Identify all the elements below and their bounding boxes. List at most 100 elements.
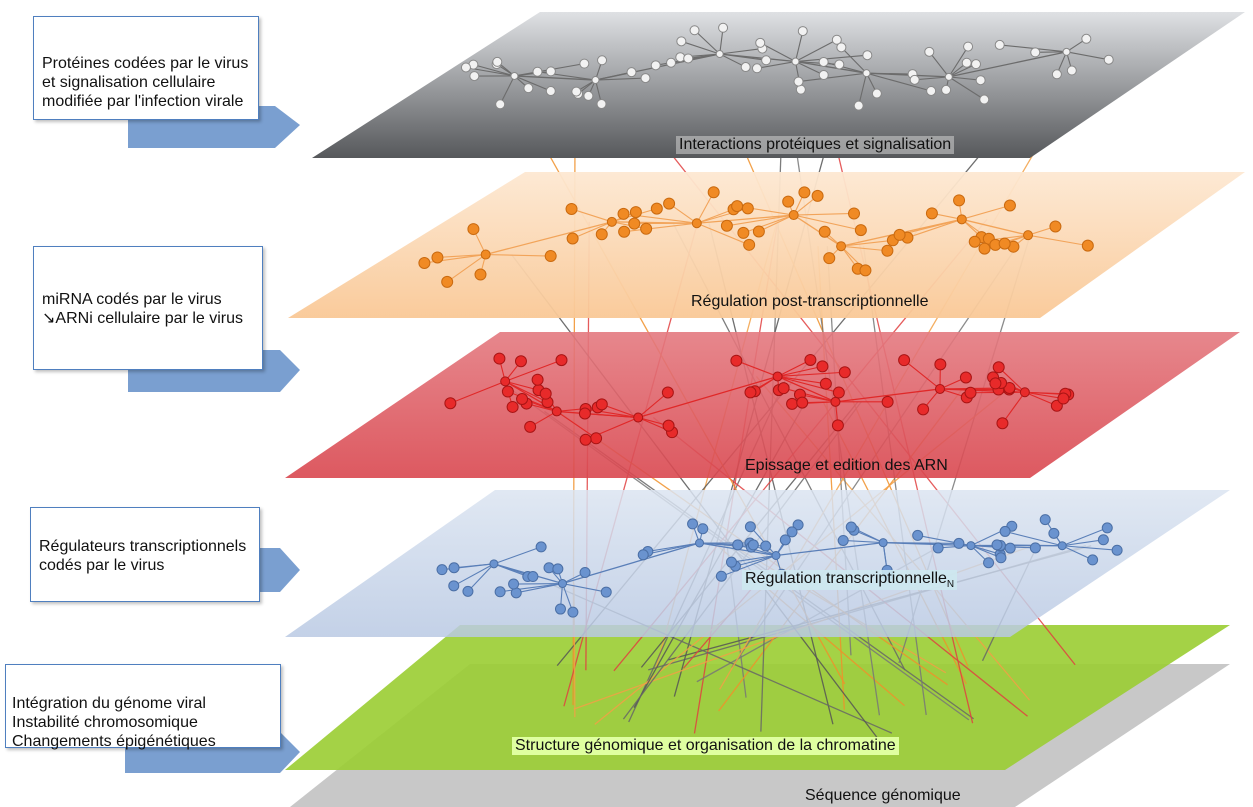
network-node <box>792 519 804 531</box>
post-transcription-network <box>418 186 1094 288</box>
network-node <box>838 366 851 379</box>
network-node <box>1103 54 1114 65</box>
network-edge <box>696 214 794 224</box>
network-node <box>994 39 1005 50</box>
network-node <box>999 525 1011 537</box>
network-hub-node <box>551 406 562 417</box>
network-node <box>793 76 804 87</box>
network-node <box>661 386 674 399</box>
network-edge <box>777 375 836 403</box>
network-hub-node <box>691 218 702 229</box>
label-chromatin: Structure génomique et organisation de l… <box>512 737 899 755</box>
network-node <box>531 373 544 386</box>
network-hub-node <box>771 551 781 561</box>
network-node <box>777 382 790 395</box>
network-edge <box>903 359 941 390</box>
network-edge <box>841 239 893 247</box>
network-node <box>689 25 700 36</box>
network-edge <box>696 208 734 224</box>
network-node <box>760 540 772 552</box>
network-edge <box>998 366 1026 393</box>
network-node <box>532 66 543 77</box>
network-edge <box>493 546 542 565</box>
network-edge <box>719 53 767 61</box>
network-node <box>743 238 756 251</box>
network-edge <box>1004 530 1063 547</box>
network-node <box>506 400 519 413</box>
network-edge <box>467 563 495 592</box>
callout-proteins-text: Protéines codées par le virus et signali… <box>42 55 249 110</box>
network-hub-node <box>966 541 976 551</box>
network-edge <box>437 253 486 259</box>
network-node <box>467 223 480 236</box>
network-node <box>524 420 537 433</box>
network-node <box>854 224 867 237</box>
label-post-transcriptional: Régulation post-transcriptionnelle <box>691 293 929 310</box>
network-node <box>629 206 642 219</box>
network-node <box>567 606 579 618</box>
network-node <box>804 353 817 366</box>
network-edge <box>681 40 720 55</box>
network-edge <box>505 359 562 382</box>
network-edge <box>1062 545 1118 551</box>
post-nodes <box>418 186 1094 288</box>
network-edge <box>556 410 597 439</box>
network-edge <box>777 375 839 394</box>
network-hub-node <box>934 383 945 394</box>
network-hub-node <box>1019 387 1030 398</box>
network-edge <box>843 539 884 544</box>
network-node <box>893 228 906 241</box>
network-edge <box>1027 234 1088 247</box>
network-hub-node <box>944 72 953 81</box>
network-hub-node <box>633 412 644 423</box>
network-edge <box>914 76 949 81</box>
network-hub-node <box>715 50 724 59</box>
network-hub-node <box>489 559 499 569</box>
network-hub-node <box>830 396 841 407</box>
label-protein-interactions: Interactions protéiques et signalisation <box>676 136 955 154</box>
network-node <box>818 69 829 80</box>
network-node <box>971 59 982 70</box>
network-node <box>917 403 930 416</box>
network-edge <box>731 554 777 563</box>
network-edge <box>595 77 646 81</box>
network-node <box>816 360 829 373</box>
network-node <box>441 275 454 288</box>
label-sequence: Séquence génomique <box>805 787 961 804</box>
network-node <box>934 358 947 371</box>
network-node <box>837 534 849 546</box>
network-edge <box>1062 539 1104 547</box>
network-edge <box>948 76 981 81</box>
network-node <box>666 57 677 68</box>
network-edge <box>793 214 861 231</box>
network-edge <box>948 63 977 78</box>
network-edge <box>793 214 842 247</box>
network-node <box>579 433 592 446</box>
network-node <box>618 225 631 238</box>
network-edge <box>907 218 962 239</box>
network-node <box>508 578 520 590</box>
label-transcriptional-text: Régulation transcriptionnelle <box>745 570 947 587</box>
network-node <box>545 66 556 77</box>
transcription-network <box>436 514 1123 618</box>
network-node <box>523 83 534 94</box>
network-node <box>751 63 762 74</box>
network-edge <box>737 544 777 557</box>
network-edge <box>928 51 950 78</box>
network-node <box>663 197 676 210</box>
network-node <box>731 200 744 213</box>
network-edge <box>624 222 697 233</box>
network-node <box>831 34 842 45</box>
network-node <box>924 46 935 57</box>
network-edge <box>743 214 794 234</box>
network-node <box>718 22 729 33</box>
network-node <box>460 62 471 73</box>
network-edge <box>866 72 932 92</box>
network-node <box>444 397 457 410</box>
network-node <box>975 75 986 86</box>
network-node <box>1081 33 1092 44</box>
network-edge <box>562 583 607 593</box>
prot-nodes <box>460 22 1114 111</box>
network-node <box>715 570 727 582</box>
network-edge <box>948 76 985 100</box>
